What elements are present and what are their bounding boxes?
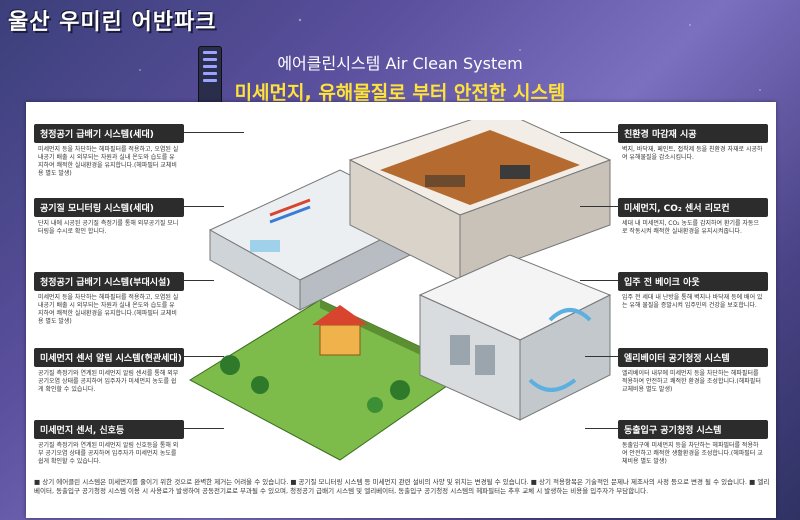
feature-description: 공기질 측정기와 연계된 미세먼지 알림 신호등을 통해 외부 공기오염 상태를… (38, 442, 179, 465)
connector-line (184, 428, 224, 429)
feature-box-eco-finish: 친환경 마감재 시공 벽지, 바닥재, 페인트, 접착제 등을 친환경 자재로 … (618, 124, 768, 162)
feature-title: 청정공기 급배기 시스템(부대시설) (34, 272, 184, 291)
feature-box-fresh-air-unit: 청정공기 급배기 시스템(세대) 미세먼지 등을 차단하는 헤파필터를 적용하고… (34, 124, 184, 178)
feature-description: 입주 전 세대 내 난방을 통해 벽지나 바닥재 등에 배어 있는 유해 물질을… (622, 294, 763, 309)
footer-notes: ■ 상기 에어클린 시스템은 미세먼지를 줄이기 위한 것으로 완벽한 제거는 … (34, 478, 770, 495)
feature-box-entrance-air: 동출입구 공기청정 시스템 동출입구에 미세먼지 등을 차단하는 헤파필터를 적… (618, 420, 768, 466)
app-title: 울산 우미린 어반파크 (8, 10, 217, 35)
connector-line (585, 428, 618, 429)
feature-title: 미세먼지, CO₂ 센서 리모컨 (618, 198, 768, 217)
connector-line (580, 206, 618, 207)
feature-box-dust-signal: 미세먼지 센서, 신호등 공기질 측정기와 연계된 미세먼지 알림 신호등을 통… (34, 420, 184, 466)
connector-line (560, 132, 618, 133)
feature-description: 단지 내에 시공된 공기질 측정기를 통해 외부공기질 모니터링을 수시로 확인… (38, 220, 179, 235)
connector-line (585, 356, 618, 357)
feature-title: 입주 전 베이크 아웃 (618, 272, 768, 291)
feature-title: 친환경 마감재 시공 (618, 124, 768, 143)
feature-title: 엘리베이터 공기청정 시스템 (618, 348, 768, 367)
feature-box-elevator-air: 엘리베이터 공기청정 시스템 엘리베이터 내부에 미세먼지 등을 차단하는 헤파… (618, 348, 768, 394)
feature-box-co2-remote: 미세먼지, CO₂ 센서 리모컨 세대 내 미세먼지, CO₂ 농도를 감지하여… (618, 198, 768, 236)
connector-line (184, 280, 214, 281)
feature-description: 동출입구에 미세먼지 등을 차단하는 헤파필터를 적용하여 안전하고 쾌적한 생… (622, 442, 763, 465)
feature-box-bake-out: 입주 전 베이크 아웃 입주 전 세대 내 난방을 통해 벽지나 바닥재 등에 … (618, 272, 768, 310)
feature-title: 공기질 모니터링 시스템(세대) (34, 198, 184, 217)
header-subtitle: 에어클린시스템 Air Clean System (277, 54, 523, 73)
feature-description: 미세먼지 등을 차단하는 헤파필터를 적용하고, 오염된 실내공기 배출 시 외… (38, 294, 179, 325)
feature-title: 미세먼지 센서, 신호등 (34, 420, 184, 439)
feature-box-air-monitoring: 공기질 모니터링 시스템(세대) 단지 내에 시공된 공기질 측정기를 통해 외… (34, 198, 184, 236)
connector-line (184, 132, 244, 133)
header-title: 미세먼지, 유해물질로 부터 안전한 시스템 (234, 82, 566, 104)
feature-title: 동출입구 공기청정 시스템 (618, 420, 768, 439)
feature-description: 벽지, 바닥재, 페인트, 접착제 등을 친환경 자재로 시공하여 유해물질을 … (622, 146, 763, 161)
feature-box-fresh-air-facility: 청정공기 급배기 시스템(부대시설) 미세먼지 등을 차단하는 헤파필터를 적용… (34, 272, 184, 326)
apartment-illustration (188, 120, 612, 461)
feature-title: 청정공기 급배기 시스템(세대) (34, 124, 184, 143)
feature-description: 세대 내 미세먼지, CO₂ 농도를 감지하여 환기를 자동으로 작동시켜 쾌적… (622, 220, 759, 235)
feature-title: 미세먼지 센서 알림 시스템(현관세대) (34, 348, 184, 367)
connector-line (184, 356, 224, 357)
connector-line (184, 206, 224, 207)
remote-control-icon (198, 46, 222, 104)
feature-box-dust-alert: 미세먼지 센서 알림 시스템(현관세대) 공기질 측정기와 연계된 미세먼지 알… (34, 348, 184, 394)
feature-description: 엘리베이터 내부에 미세먼지 등을 차단하는 헤파필터를 적용하여 안전하고 쾌… (622, 370, 761, 393)
feature-description: 공기질 측정기와 연계된 미세먼지 알림 센서를 통해 외부 공기오염 상태를 … (38, 370, 179, 393)
connector-line (580, 280, 618, 281)
feature-description: 미세먼지 등을 차단하는 헤파필터를 적용하고, 오염된 실내공기 배출 시 외… (38, 146, 179, 177)
